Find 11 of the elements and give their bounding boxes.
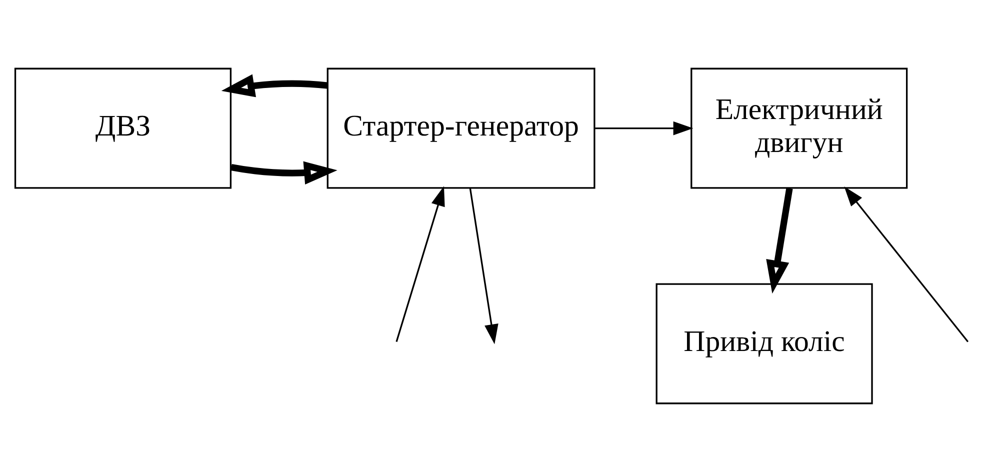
arrow xyxy=(766,188,793,294)
arrow xyxy=(230,161,338,184)
arrow xyxy=(844,186,969,342)
node-box: ДВЗ xyxy=(14,68,232,189)
arrow xyxy=(469,188,498,344)
arrow xyxy=(595,121,694,136)
node-box: Електричний двигун xyxy=(690,68,908,189)
arrow xyxy=(396,186,445,342)
node-box: Привід коліс xyxy=(656,283,873,404)
node-box: Стартер-генератор xyxy=(326,68,596,189)
arrow xyxy=(221,74,328,98)
